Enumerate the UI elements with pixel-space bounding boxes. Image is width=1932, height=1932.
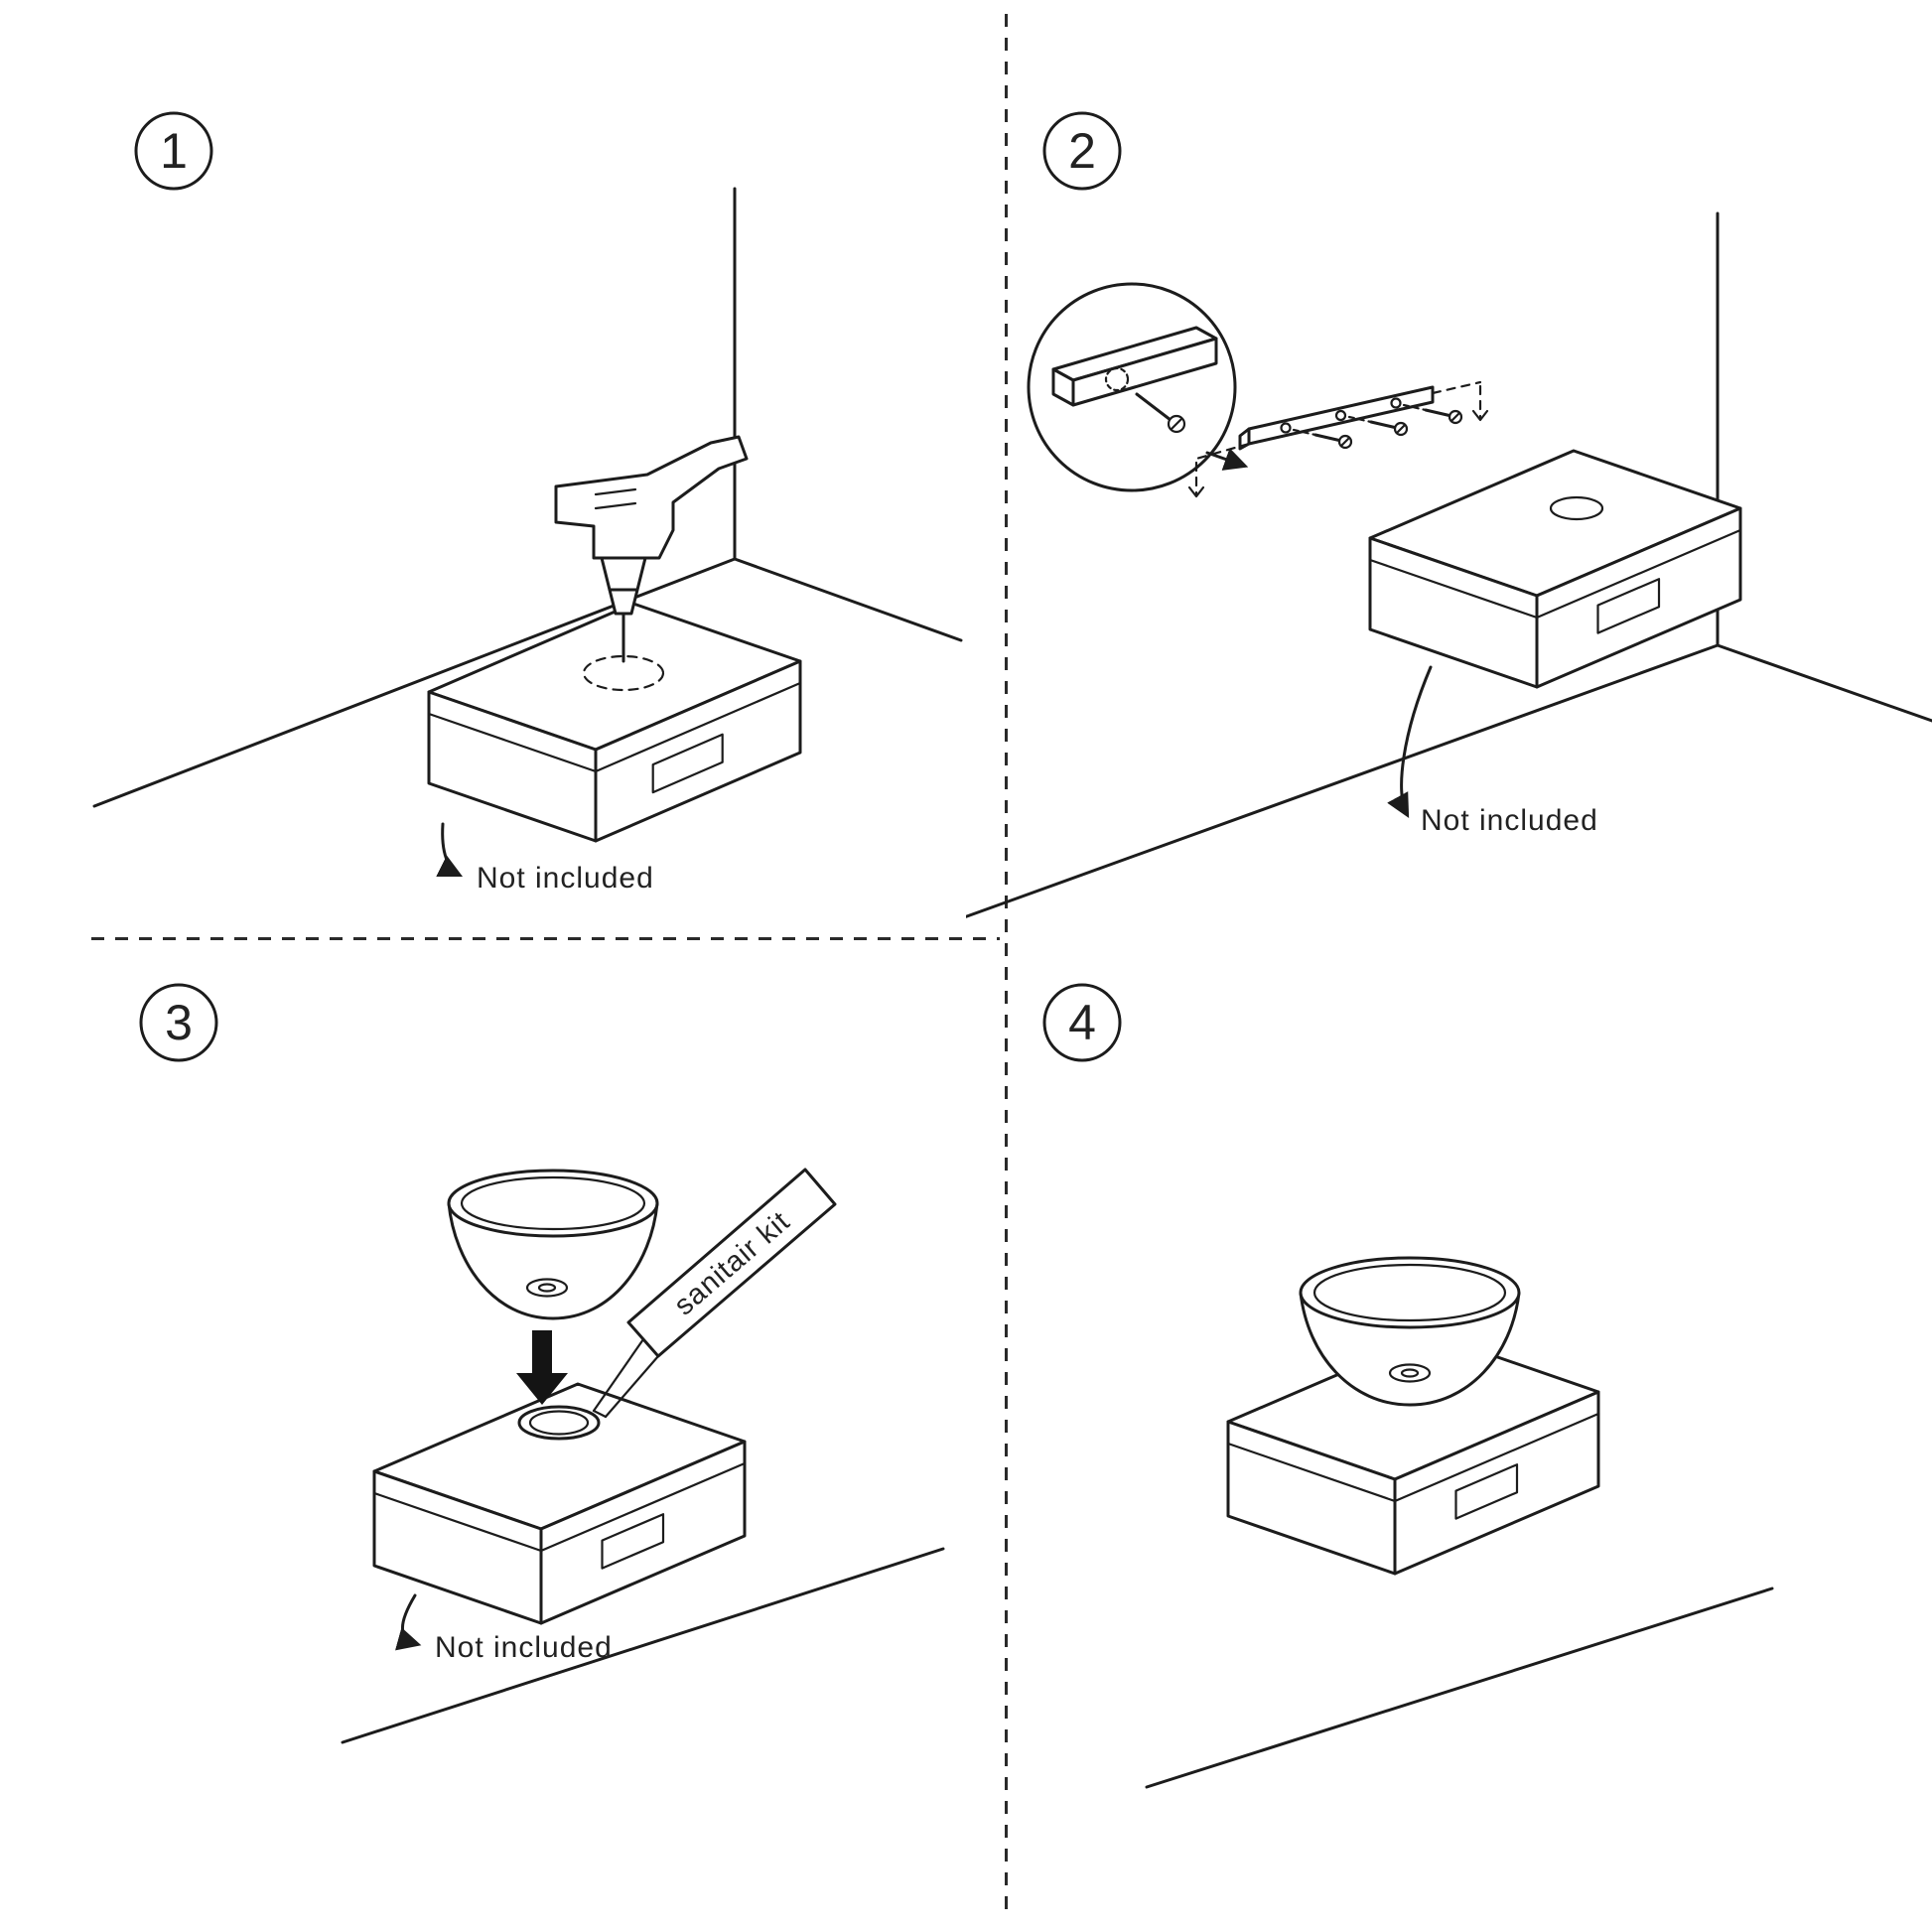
not-included-label: Not included: [477, 862, 654, 895]
not-included-label: Not included: [1421, 804, 1598, 837]
drawer-handle: [601, 1513, 665, 1570]
basin-hole: [1549, 495, 1604, 521]
drawer-handle: [651, 733, 724, 794]
sealant-ring: [517, 1405, 601, 1441]
drain-icon: [525, 1278, 569, 1298]
cabinet: [427, 602, 802, 843]
cabinet: [1226, 1332, 1600, 1576]
rail-screws: [1292, 403, 1463, 450]
screw-icon: [1135, 392, 1186, 434]
step-number: 2: [1068, 123, 1096, 179]
step-number-badge: 3: [139, 983, 218, 1062]
divider-vertical: [1005, 14, 1008, 1918]
not-included-label: Not included: [435, 1631, 613, 1664]
screw-icon: [1347, 415, 1409, 437]
step-2-panel: 2: [966, 111, 1932, 918]
callout-arrow-icon: [436, 822, 464, 878]
step-3-panel: 3 sanitair k: [139, 983, 945, 1744]
step-1-panel: 1 Not included: [92, 111, 963, 895]
step-number-badge: 1: [134, 111, 213, 191]
cabinet: [1368, 449, 1742, 689]
floor-line: [1145, 1587, 1774, 1789]
not-included-callout: Not included: [394, 1593, 613, 1664]
callout-arrow-icon: [394, 1593, 422, 1651]
step-number: 3: [165, 995, 193, 1050]
sealant-tube-label: sanitair kit: [668, 1205, 796, 1321]
not-included-callout: Not included: [436, 822, 654, 895]
placement-guide-arrows: [1187, 380, 1489, 498]
cabinet: [372, 1382, 747, 1625]
screw-icon: [1402, 403, 1463, 425]
screw-icon: [1292, 428, 1353, 450]
divider-horizontal: [91, 937, 1000, 940]
zoom-detail-circle: [1027, 282, 1237, 492]
drawer-handle: [1454, 1463, 1519, 1520]
drawer-handle: [1596, 578, 1661, 634]
step-number: 4: [1068, 995, 1096, 1050]
drill-icon: [554, 435, 749, 663]
vessel-sink-bowl: [1299, 1256, 1521, 1407]
screw-hole-marker: [1104, 366, 1130, 392]
step-number-badge: 4: [1042, 983, 1122, 1062]
down-arrow-icon: [516, 1330, 568, 1405]
step-number: 1: [160, 123, 188, 179]
drain-icon: [1388, 1363, 1432, 1383]
floor-line: [341, 1547, 945, 1744]
step-number-badge: 2: [1042, 111, 1122, 191]
vessel-sink-bowl: [447, 1169, 659, 1320]
drill-hole-marker: [582, 654, 665, 692]
not-included-callout: Not included: [1387, 665, 1598, 837]
step-4-panel: 4: [1042, 983, 1774, 1789]
callout-arrow-icon: [1387, 665, 1433, 818]
